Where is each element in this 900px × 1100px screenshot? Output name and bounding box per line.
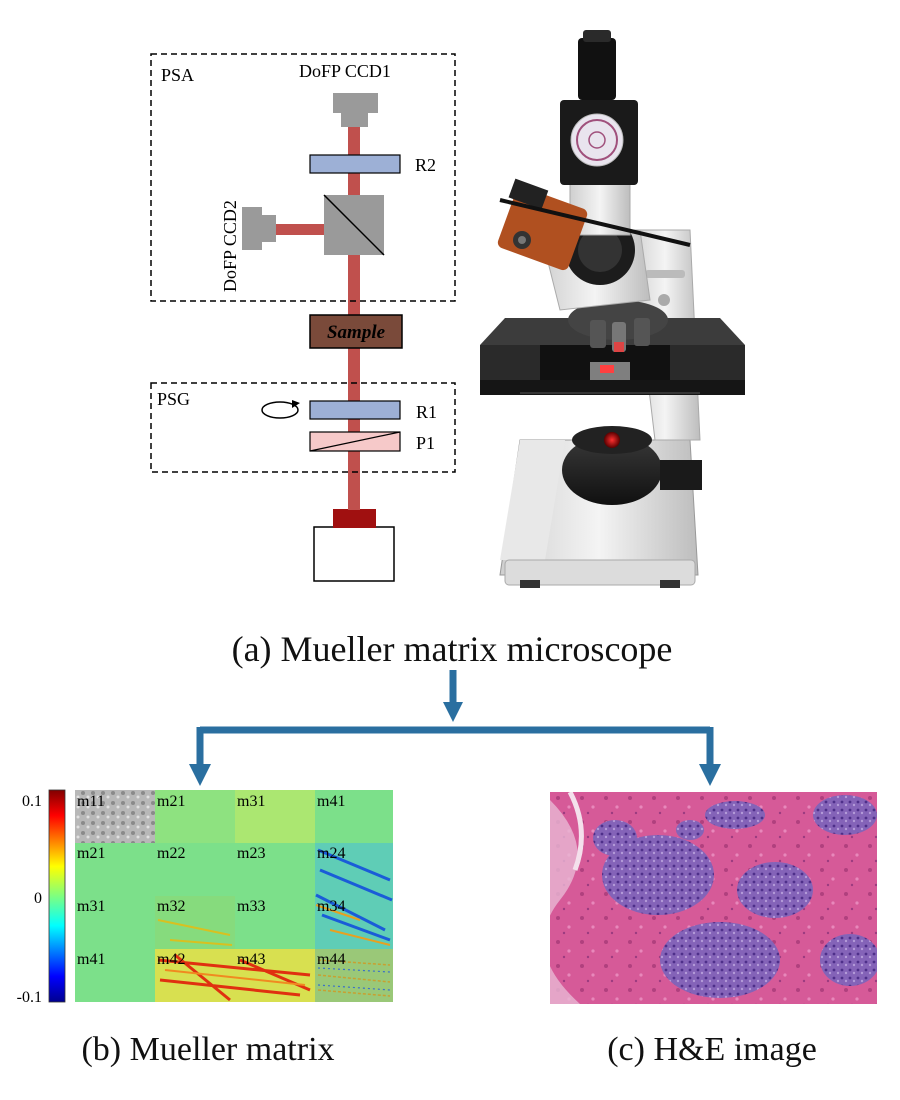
r1-waveplate (309, 400, 401, 420)
ccd2-camera-icon (242, 207, 276, 250)
matrix-label: m43 (237, 951, 265, 968)
branch-arrows (189, 670, 721, 786)
light-source-head (333, 509, 376, 528)
sample-label: Sample (327, 322, 386, 343)
psg-label: PSG (157, 389, 190, 409)
matrix-label: m21 (157, 793, 185, 810)
psa-label: PSA (161, 65, 194, 85)
matrix-label: m44 (317, 951, 345, 968)
caption-c: (c) H&E image (607, 1031, 817, 1068)
beam-horizontal (276, 224, 326, 235)
r2-label: R2 (415, 155, 436, 175)
ccd2-label: DoFP CCD2 (220, 200, 240, 292)
matrix-label: m41 (77, 951, 105, 968)
p1-polarizer (309, 431, 401, 452)
optical-setup-schematic: PSA DoFP CCD1 R2 DoFP CCD2 Sample PSG (150, 53, 456, 582)
r2-waveplate (309, 154, 401, 174)
psa-box (150, 53, 456, 302)
colorbar-max-label: 0.1 (22, 793, 42, 810)
matrix-label: m24 (317, 845, 345, 862)
matrix-label: m42 (157, 951, 185, 968)
matrix-label: m23 (237, 845, 265, 862)
matrix-label: m31 (237, 793, 265, 810)
p1-label: P1 (416, 433, 435, 453)
sample-slide (309, 314, 403, 349)
mueller-matrix-labels: m11 m21 m31 m41 m21 m22 m23 m24 m31 m32 … (77, 793, 345, 968)
caption-b: (b) Mueller matrix (81, 1031, 334, 1068)
matrix-label: m11 (77, 793, 105, 810)
r1-label: R1 (416, 402, 437, 422)
light-source-box (313, 526, 395, 582)
matrix-label: m22 (157, 845, 185, 862)
beam-splitter-icon (323, 194, 385, 256)
ccd1-camera-icon (333, 93, 378, 127)
mueller-matrix-grid (75, 790, 393, 1002)
microscope-photo (480, 30, 745, 588)
matrix-label: m31 (77, 898, 105, 915)
ccd1-label: DoFP CCD1 (299, 61, 391, 81)
psg-box (150, 382, 456, 473)
matrix-label: m32 (157, 898, 185, 915)
colorbar: 0.1 0 -0.1 (17, 789, 66, 1006)
matrix-label: m21 (77, 845, 105, 862)
he-image (550, 792, 877, 1004)
colorbar-min-label: -0.1 (17, 989, 42, 1006)
matrix-label: m33 (237, 898, 265, 915)
caption-a: (a) Mueller matrix microscope (232, 629, 673, 669)
matrix-label: m34 (317, 898, 345, 915)
matrix-label: m41 (317, 793, 345, 810)
rotation-arrow-icon (261, 400, 300, 419)
colorbar-mid-label: 0 (34, 890, 42, 907)
